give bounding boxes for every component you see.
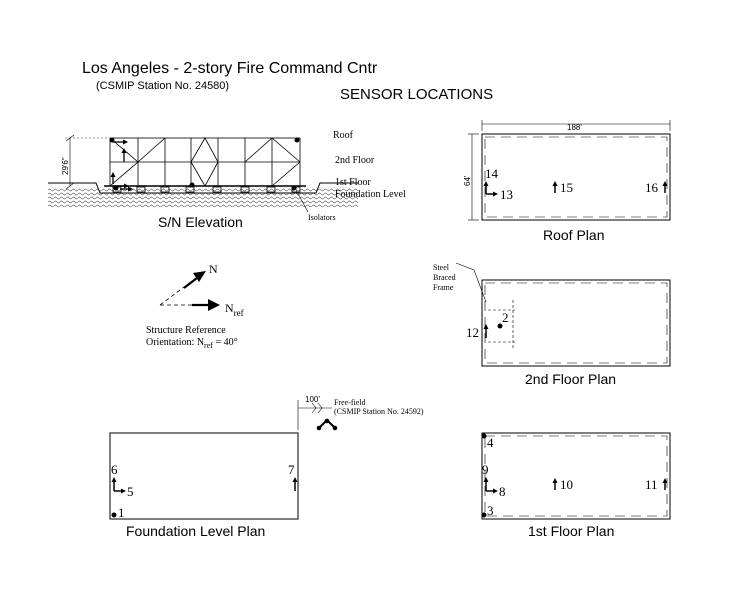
- sensor-label-10: 10: [560, 477, 573, 492]
- second-floor-plan: [455, 262, 671, 367]
- header: Los Angeles - 2-story Fire Command Cntr …: [82, 60, 493, 103]
- section-title: SENSOR LOCATIONS: [340, 86, 493, 103]
- roof-plan-caption: Roof Plan: [543, 227, 604, 243]
- ground-hatch: [48, 187, 358, 207]
- orientation-indicator: N Nref Structure Reference Orientation: …: [146, 262, 244, 350]
- brace: [190, 137, 219, 187]
- sensor-label-8: 8: [499, 484, 506, 499]
- sensor-label-6: 6: [111, 462, 118, 477]
- frame-label-1: Steel: [433, 263, 450, 272]
- sensor-label-9: 9: [482, 462, 489, 477]
- second-floor-braced-line: [484, 282, 668, 364]
- sensor-label-11: 11: [645, 477, 658, 492]
- sensor-label-4: 4: [487, 435, 494, 450]
- second-floor-caption: 2nd Floor Plan: [525, 371, 616, 387]
- sensor-dot: [113, 185, 119, 191]
- label-1st-floor: 1st Floor: [335, 177, 372, 188]
- first-floor-sensors: [483, 477, 668, 494]
- north-arrow-head: [193, 271, 206, 282]
- roof-braced-line: [484, 136, 668, 218]
- nref-arrow-head: [208, 299, 220, 311]
- frame-leader: [455, 262, 487, 303]
- isolators-label: Isolators: [308, 213, 336, 222]
- sensor-dot: [109, 137, 115, 143]
- first-floor-plan: [481, 432, 671, 520]
- brace: [271, 137, 301, 187]
- roof-sensors: [483, 181, 668, 197]
- first-floor-outline: [481, 432, 671, 520]
- sensor-dot: [481, 512, 487, 518]
- nref-label: Nref: [225, 301, 244, 318]
- level-labels: Roof 2nd Floor 1st Floor Foundation Leve…: [333, 130, 406, 200]
- label-roof: Roof: [333, 130, 354, 141]
- first-floor-caption: 1st Floor Plan: [528, 523, 614, 539]
- roof-outline: [481, 133, 671, 221]
- sensor-dot: [291, 185, 297, 191]
- orientation-line2: Orientation: Nref = 40°: [146, 337, 238, 350]
- roof-depth-label: 64': [463, 175, 472, 186]
- foundation-caption: Foundation Level Plan: [126, 523, 265, 539]
- roof-width-label: 188': [567, 123, 582, 132]
- elevation-caption: S/N Elevation: [158, 214, 243, 230]
- isolators-leader: [295, 189, 309, 213]
- sensor-dot: [189, 182, 195, 188]
- elevation-sensors: [109, 137, 300, 192]
- free-field-distance: 100': [305, 395, 320, 404]
- height-dim-label: 29'6": [61, 157, 70, 175]
- sensor-label-15: 15: [560, 180, 573, 195]
- ground-line: [48, 182, 358, 194]
- roof-plan: [468, 120, 671, 221]
- sensor-dot: [111, 512, 117, 518]
- sensor-label-7: 7: [288, 462, 295, 477]
- label-foundation: Foundation Level: [335, 189, 406, 200]
- sensor-label-3: 3: [487, 503, 494, 518]
- sensor-label-16: 16: [645, 180, 659, 195]
- sensor-dot: [497, 323, 503, 329]
- sensor-dot: [294, 137, 300, 143]
- page-title: Los Angeles - 2-story Fire Command Cntr: [82, 60, 378, 77]
- sensor-label-5: 5: [127, 484, 134, 499]
- second-floor-outline: [481, 279, 671, 367]
- free-field-marker: [297, 400, 338, 431]
- free-field-station: (CSMIP Station No. 24592): [334, 407, 424, 416]
- sensor-label-12: 12: [466, 325, 479, 340]
- station-number: (CSMIP Station No. 24580): [96, 80, 229, 92]
- sensor-label-14: 14: [485, 166, 499, 181]
- sensor-label-1: 1: [118, 505, 125, 520]
- elevation-view: [48, 134, 358, 207]
- sensor-label-13: 13: [500, 187, 513, 202]
- label-2nd-floor: 2nd Floor: [335, 155, 375, 166]
- sensor-dot: [481, 433, 487, 439]
- foundation-plan: [109, 432, 299, 520]
- orientation-line1: Structure Reference: [146, 325, 226, 336]
- sensor-label-2: 2: [502, 310, 509, 325]
- true-north-dashed: [159, 274, 201, 306]
- frame-label-3: Frame: [433, 283, 454, 292]
- foundation-outline: [109, 432, 299, 520]
- north-label: N: [209, 262, 218, 276]
- first-floor-braced-line: [484, 435, 668, 517]
- second-floor-sensors: [483, 324, 489, 338]
- break-mark: [311, 402, 323, 414]
- free-field-label: Free-field: [334, 398, 366, 407]
- frame-label-2: Braced: [433, 273, 456, 282]
